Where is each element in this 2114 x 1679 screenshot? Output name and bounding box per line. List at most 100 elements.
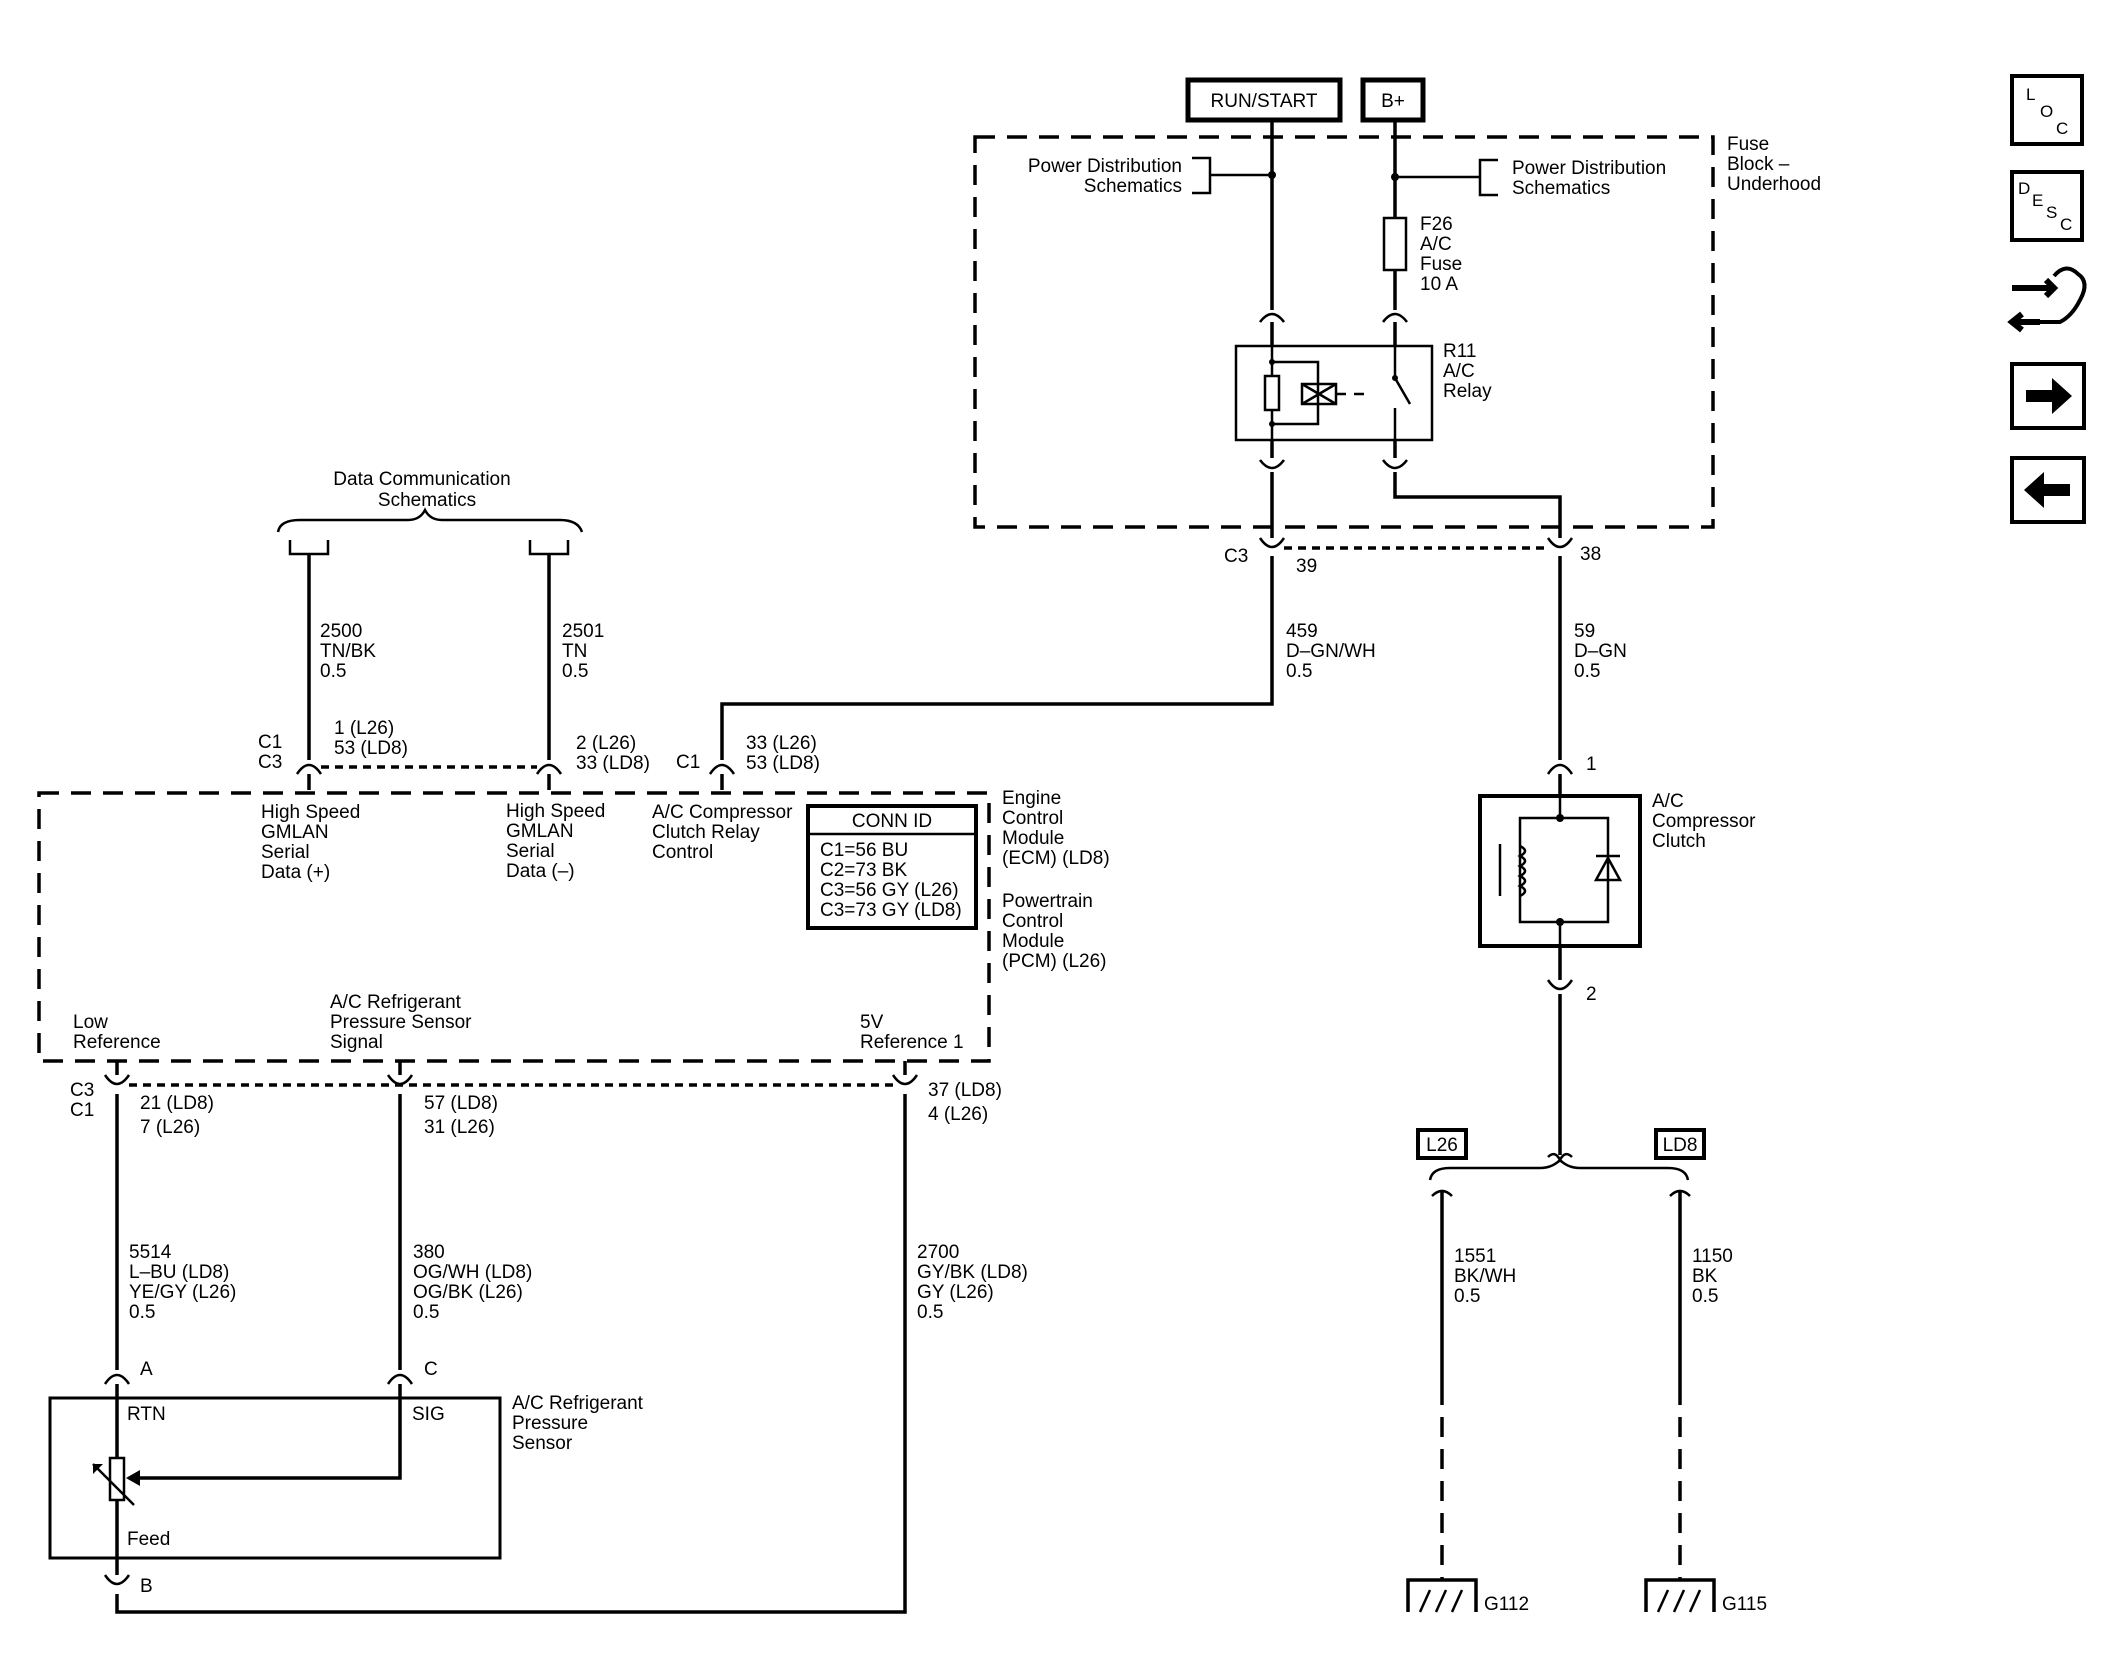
svg-text:1 (L26): 1 (L26) [334,718,394,739]
wire-59-label: 59 D–GN 0.5 [1574,621,1627,682]
svg-text:5V: 5V [860,1012,884,1033]
compressor-clutch-label: A/C Compressor Clutch [1652,791,1756,852]
conn-id-table: CONN ID C1=56 BU C2=73 BK C3=56 GY (L26)… [806,804,978,930]
svg-text:Serial: Serial [506,841,555,862]
svg-text:1551: 1551 [1454,1246,1496,1267]
svg-text:4 (L26): 4 (L26) [928,1104,988,1125]
next-page-arrow-icon[interactable] [2010,362,2086,430]
description-icon[interactable]: D E S C [2010,170,2084,242]
svg-text:31 (L26): 31 (L26) [424,1117,495,1138]
svg-text:2 (L26): 2 (L26) [576,733,636,754]
svg-text:0.5: 0.5 [917,1302,943,1323]
wire-2700-label: 2700 GY/BK (LD8) GY (L26) 0.5 [917,1242,1028,1323]
svg-text:(ECM) (LD8): (ECM) (LD8) [1002,848,1110,869]
svg-text:7 (L26): 7 (L26) [140,1117,200,1138]
connector-end-view-icon[interactable] [2007,266,2087,333]
fuse-block-boundary [973,135,1715,529]
previous-page-arrow-icon[interactable] [2010,456,2086,524]
svg-text:B+: B+ [1381,91,1405,112]
svg-text:Control: Control [1002,911,1063,932]
svg-text:0.5: 0.5 [413,1302,439,1323]
svg-text:C1: C1 [258,732,282,753]
svg-text:Module: Module [1002,931,1064,952]
data-comm-label: Data Communication Schematics [333,469,510,511]
svg-text:Compressor: Compressor [1652,811,1756,832]
pds-right-label: Power Distribution Schematics [1512,158,1666,199]
svg-text:0.5: 0.5 [1692,1286,1718,1307]
svg-text:A/C Refrigerant: A/C Refrigerant [512,1393,644,1414]
wire-459-label: 459 D–GN/WH 0.5 [1286,621,1376,682]
svg-text:R11: R11 [1443,341,1476,362]
svg-text:10 A: 10 A [1420,274,1458,295]
svg-text:Relay: Relay [1443,381,1492,402]
svg-text:Control: Control [1002,808,1063,829]
ground-g112: G112 [1406,1578,1529,1615]
svg-text:Signal: Signal [330,1032,383,1053]
svg-text:OG/BK (L26): OG/BK (L26) [413,1282,523,1303]
svg-text:Reference: Reference [73,1032,161,1053]
svg-text:C: C [424,1359,438,1380]
svg-text:F26: F26 [1420,214,1453,235]
svg-text:C2=73 BK: C2=73 BK [820,860,907,881]
wire-380-label: 380 OG/WH (LD8) OG/BK (L26) 0.5 [413,1242,532,1323]
svg-text:21 (LD8): 21 (LD8) [140,1093,214,1114]
svg-text:Fuse: Fuse [1420,254,1462,275]
svg-text:BK: BK [1692,1266,1718,1287]
svg-text:C3: C3 [258,752,282,773]
svg-text:Module: Module [1002,828,1064,849]
wire-1551-label: 1551 BK/WH 0.5 [1454,1246,1516,1307]
wire-5514-label: 5514 L–BU (LD8) YE/GY (L26) 0.5 [129,1242,236,1323]
svg-text:BK/WH: BK/WH [1454,1266,1516,1287]
ecm-name-label: Engine Control Module (ECM) (LD8) [1002,788,1110,869]
svg-text:Power Distribution: Power Distribution [1512,158,1666,179]
svg-text:2500: 2500 [320,621,362,642]
pds-left-label: Power Distribution Schematics [1028,156,1182,197]
svg-text:B: B [140,1576,153,1597]
compressor-clutch: 1 2 [1478,754,1642,1005]
svg-text:C: C [2056,119,2068,138]
svg-text:E: E [2032,191,2043,210]
svg-text:YE/GY (L26): YE/GY (L26) [129,1282,236,1303]
svg-text:GMLAN: GMLAN [506,821,574,842]
wire-2700 [115,1094,907,1614]
svg-text:D–GN/WH: D–GN/WH [1286,641,1376,662]
svg-text:C3: C3 [70,1080,94,1101]
ground-option-brace [1428,1158,1690,1181]
svg-text:C3: C3 [1224,546,1248,567]
svg-text:57 (LD8): 57 (LD8) [424,1093,498,1114]
svg-text:Schematics: Schematics [378,490,476,511]
svg-text:Schematics: Schematics [1512,178,1610,199]
svg-text:Power Distribution: Power Distribution [1028,156,1182,177]
svg-text:SIG: SIG [412,1404,445,1425]
svg-text:1150: 1150 [1692,1246,1733,1267]
svg-text:Engine: Engine [1002,788,1061,809]
svg-text:Data Communication: Data Communication [333,469,510,490]
svg-text:0.5: 0.5 [129,1302,155,1323]
svg-text:Block –: Block – [1727,154,1790,175]
svg-text:2: 2 [1586,984,1597,1005]
svg-text:A/C Refrigerant: A/C Refrigerant [330,992,462,1013]
fuse-f26-label: F26 A/C Fuse 10 A [1420,214,1462,295]
wire-2500-label: 2500 TN/BK 0.5 [320,621,376,682]
svg-text:Clutch: Clutch [1652,831,1706,852]
svg-text:RUN/START: RUN/START [1211,91,1318,112]
locator-icon[interactable]: L O C [2010,74,2084,146]
svg-text:S: S [2046,203,2057,222]
svg-text:380: 380 [413,1242,445,1263]
relay-output-wire-59 [1393,472,1562,538]
svg-text:A/C: A/C [1652,791,1684,812]
fuse-f26 [1382,216,1408,272]
svg-text:1: 1 [1586,754,1597,775]
svg-text:C: C [2060,215,2072,234]
svg-text:GMLAN: GMLAN [261,822,329,843]
svg-text:TN/BK: TN/BK [320,641,376,662]
svg-text:39: 39 [1296,556,1317,577]
svg-text:LD8: LD8 [1663,1135,1698,1156]
ground-g115: G115 [1644,1578,1767,1615]
wire-459 [720,556,1274,760]
ecm-top-connectors: C1 C3 1 (L26) 53 (LD8) 2 (L26) 33 (LD8) … [258,718,820,790]
svg-text:2700: 2700 [917,1242,959,1263]
svg-text:GY/BK (LD8): GY/BK (LD8) [917,1262,1028,1283]
svg-text:0.5: 0.5 [1574,661,1600,682]
